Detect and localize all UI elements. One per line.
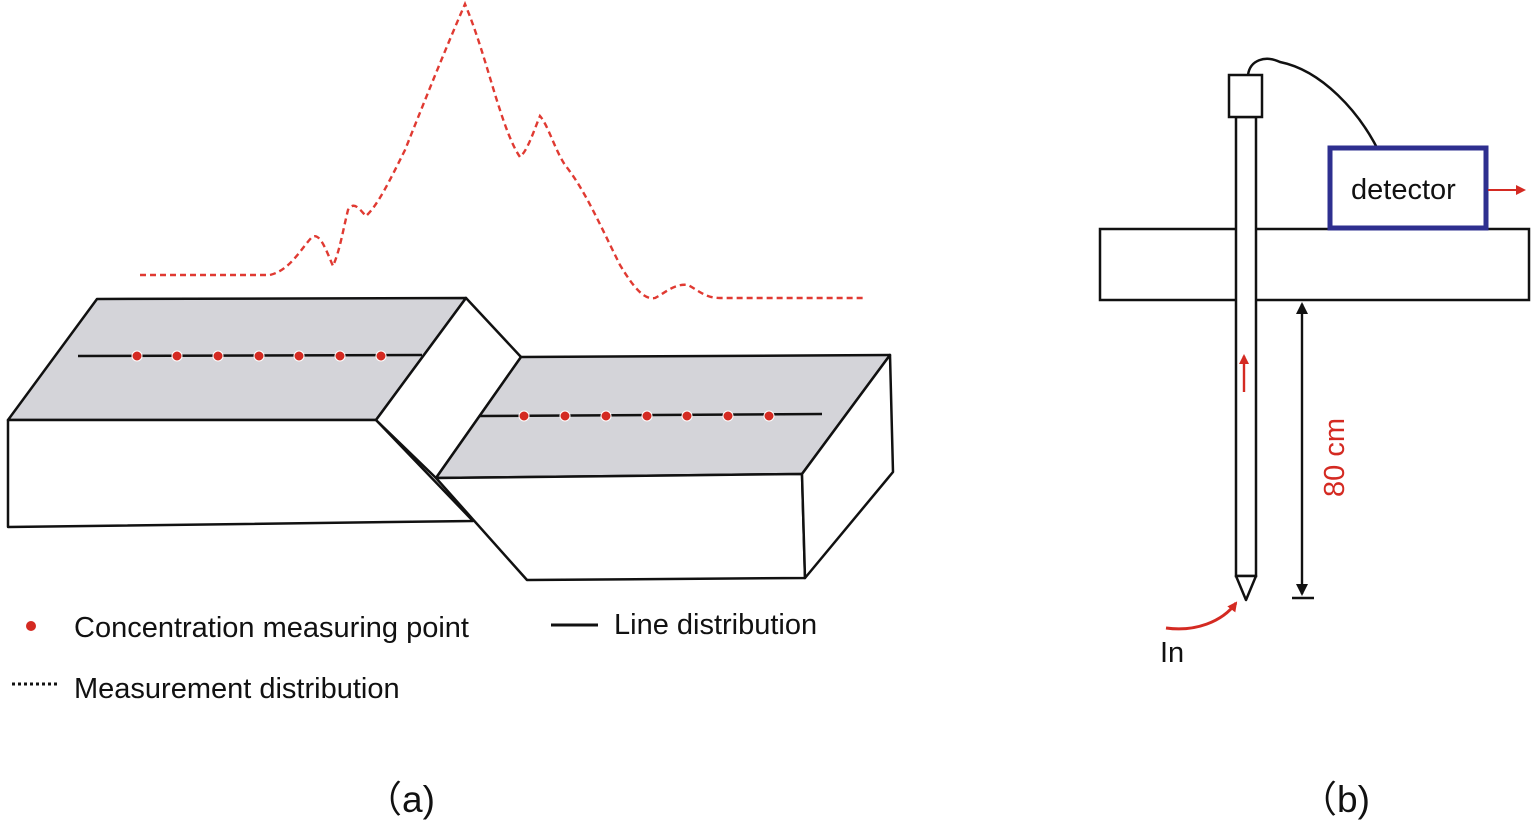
measuring-point <box>375 350 387 362</box>
measurement-distribution-curve <box>140 0 865 300</box>
inlet-arrow <box>1165 601 1238 631</box>
legend-point-label: Concentration measuring point <box>74 612 469 644</box>
survey-line-upper <box>77 353 423 358</box>
legend-line-label: Line distribution <box>614 609 817 641</box>
legend-dotted-label: Measurement distribution <box>74 673 400 705</box>
measuring-points-lower <box>518 410 775 422</box>
measuring-point <box>171 350 183 362</box>
panel-b-caption: （b) <box>1300 779 1370 820</box>
measuring-point <box>293 350 305 362</box>
panel-b-diagram: detector 80 cm In （b) <box>1098 57 1531 820</box>
probe-tip <box>1234 574 1258 602</box>
measuring-point <box>212 350 224 362</box>
panel-a-diagram: Concentration measuring point Line distr… <box>6 0 895 820</box>
right-block <box>434 353 895 582</box>
measuring-point <box>559 410 571 422</box>
measuring-point <box>131 350 143 362</box>
probe-tube <box>1234 115 1258 578</box>
measuring-point <box>334 350 346 362</box>
measuring-point <box>681 410 693 422</box>
measuring-points-upper <box>131 350 387 362</box>
inlet-label: In <box>1160 637 1184 669</box>
measuring-point <box>253 350 265 362</box>
legend: Concentration measuring point Line distr… <box>12 609 817 705</box>
detector-cable <box>1246 57 1384 159</box>
measuring-point <box>600 410 612 422</box>
panel-a-caption: （a) <box>365 779 435 820</box>
depth-label: 80 cm <box>1319 418 1351 497</box>
right-block-side-face <box>800 353 895 580</box>
depth-dimension: 80 cm <box>1292 302 1351 600</box>
right-block-front-face <box>434 472 807 582</box>
measuring-point <box>518 410 530 422</box>
measuring-point <box>763 410 775 422</box>
legend-point-symbol <box>26 621 36 631</box>
ground-slab <box>1098 227 1531 302</box>
measuring-point <box>722 410 734 422</box>
detector-box <box>1327 145 1489 231</box>
left-block <box>6 296 475 529</box>
probe-cap <box>1227 73 1264 119</box>
detector-label: detector <box>1351 174 1456 206</box>
measuring-point <box>641 410 653 422</box>
